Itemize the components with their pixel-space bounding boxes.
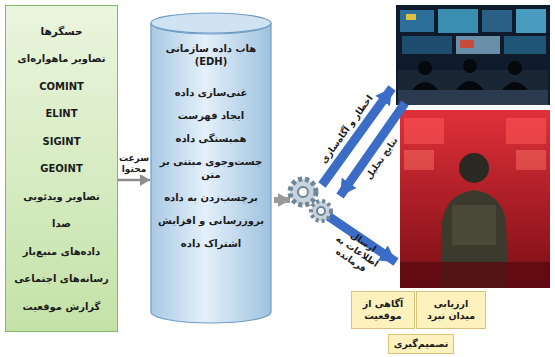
node-item: غنی‌سازی داده: [158, 86, 264, 99]
node-item: داده‌های منبع‌باز: [9, 245, 114, 258]
node-heading: هاب داده سازمانی (EDH): [158, 42, 264, 68]
node-item: رسانه‌های اجتماعی: [9, 272, 114, 285]
node-item: SIGINT: [9, 135, 114, 148]
node-item: جست‌وجوی مبتنی بر متن: [158, 155, 264, 181]
node-item: صدا: [9, 217, 114, 230]
node-item: بروزرسانی و افزایش: [158, 214, 264, 227]
assessment-box: ارزیابی میدان نبرد: [416, 291, 486, 329]
hub-arrow: [274, 197, 290, 203]
sensor-list-box: حسگرها تصاویر ماهواره‌ای COMINT ELINT SIGINT…: [5, 5, 118, 332]
node-heading: حسگرها: [9, 25, 114, 38]
node-item: GEOINT: [9, 162, 114, 175]
node-item: ایجاد فهرست: [158, 109, 264, 122]
node-item: همبستگی داده: [158, 132, 264, 145]
decision-box: تصمیم‌گیری: [388, 334, 454, 354]
data-hub-cylinder: هاب داده سازمانی (EDH) غنی‌سازی داده ایجاد…: [150, 12, 272, 324]
node-item: COMINT: [9, 80, 114, 93]
node-heading: تصمیم‌گیری: [394, 338, 449, 350]
gear-symbol: [290, 179, 331, 221]
node-heading: ارزیابی میدان نبرد: [421, 298, 481, 322]
node-item: ELINT: [9, 107, 114, 120]
node-item: تصاویر ویدئویی: [9, 190, 114, 203]
control-room-picture: [396, 5, 550, 105]
node-item: برچسب‌زدن به داده: [158, 191, 264, 204]
node-heading: آگاهی از موقعیت: [356, 298, 410, 322]
awareness-box: آگاهی از موقعیت: [351, 291, 415, 329]
commander-picture: [400, 110, 550, 288]
arrow-label: ارسال اطلاعات به فرمانده: [321, 219, 393, 282]
node-item: گزارش موقعیت: [9, 300, 114, 313]
node-item: تصاویر ماهواره‌ای: [9, 52, 114, 65]
flow-connector: [118, 179, 150, 182]
edge-label: سرعت محتوا: [119, 153, 149, 175]
node-item: اشتراک داده: [158, 237, 264, 250]
